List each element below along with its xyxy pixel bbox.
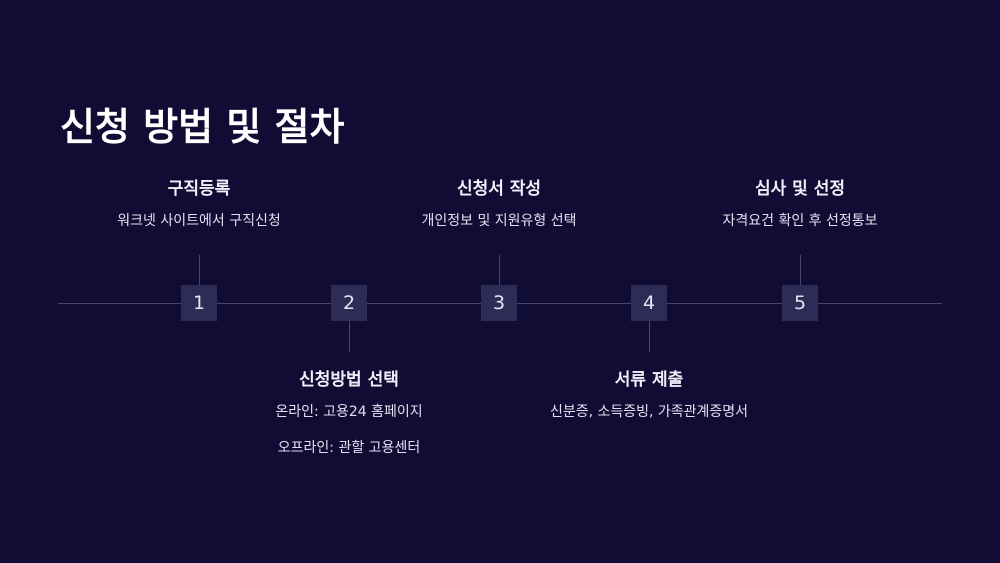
step-number-2: 2 <box>331 285 367 321</box>
step-description: 오프라인: 관할 고용센터 <box>277 440 421 456</box>
step-3: 신청서 작성 개인정보 및 지원유형 선택 <box>349 177 649 231</box>
step-number-4: 4 <box>631 285 667 321</box>
step-title: 서류 제출 <box>614 370 684 390</box>
step-title: 구직등록 <box>167 179 231 199</box>
step-number-3: 3 <box>481 285 517 321</box>
step-number-5: 5 <box>782 285 818 321</box>
step-description: 워크넷 사이트에서 구직신청 <box>117 213 281 229</box>
step-2: 신청방법 선택 온라인: 고용24 홈페이지 오프라인: 관할 고용센터 <box>199 368 499 458</box>
step-description: 자격요건 확인 후 선정통보 <box>722 213 878 229</box>
step-title: 심사 및 선정 <box>754 179 846 199</box>
step-1: 구직등록 워크넷 사이트에서 구직신청 <box>49 177 349 231</box>
step-description: 온라인: 고용24 홈페이지 <box>275 404 423 420</box>
step-number-1: 1 <box>181 285 217 321</box>
connector-5 <box>800 255 801 285</box>
connector-3 <box>499 255 500 285</box>
step-4: 서류 제출 신분증, 소득증빙, 가족관계증명서 <box>499 368 799 422</box>
step-description: 개인정보 및 지원유형 선택 <box>421 213 577 229</box>
connector-1 <box>199 255 200 285</box>
page-title: 신청 방법 및 절차 <box>60 105 345 149</box>
step-5: 심사 및 선정 자격요건 확인 후 선정통보 <box>650 177 950 231</box>
connector-4 <box>649 321 650 352</box>
step-title: 신청방법 선택 <box>299 370 399 390</box>
step-description: 신분증, 소득증빙, 가족관계증명서 <box>549 404 749 420</box>
step-title: 신청서 작성 <box>456 179 542 199</box>
connector-2 <box>349 321 350 352</box>
